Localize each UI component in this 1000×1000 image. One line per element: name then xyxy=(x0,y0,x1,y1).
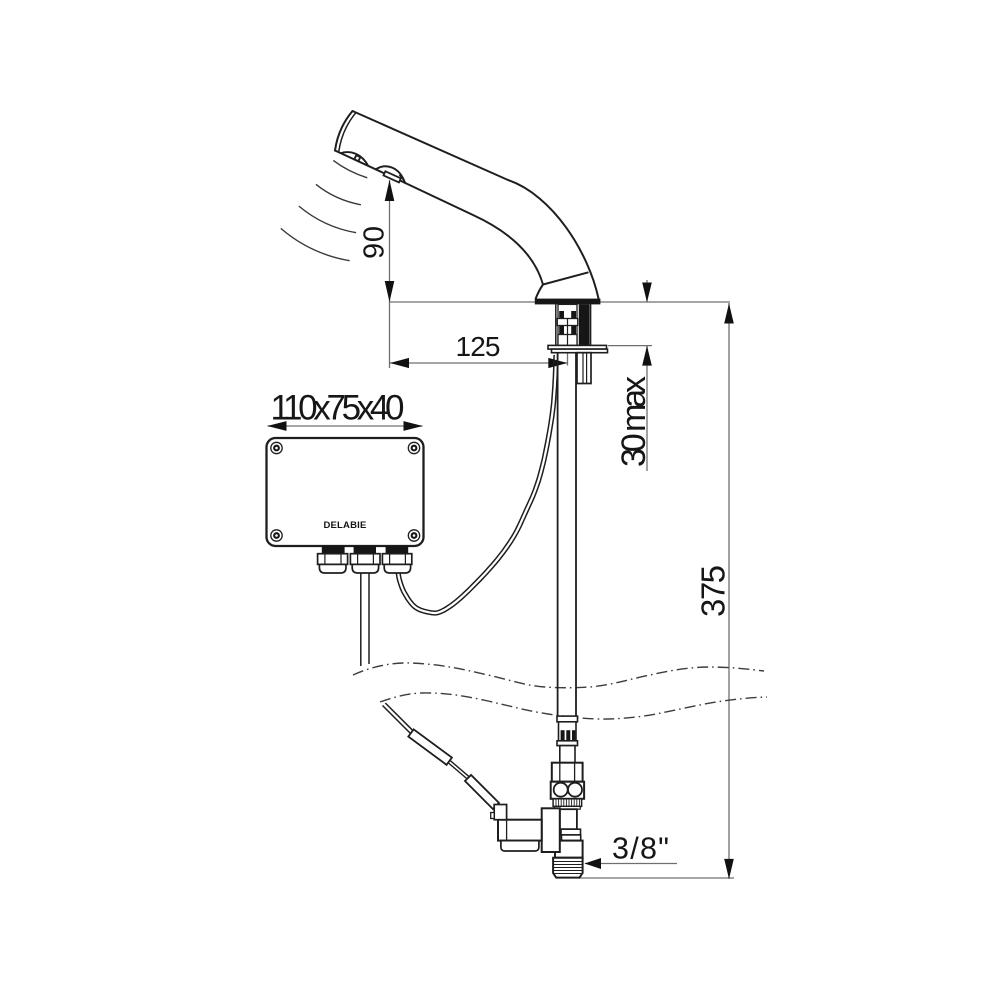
svg-text:90: 90 xyxy=(359,226,391,259)
svg-text:DELABIE: DELABIE xyxy=(323,520,366,531)
svg-text:110x75x40: 110x75x40 xyxy=(271,389,405,428)
svg-text:375: 375 xyxy=(695,565,732,617)
svg-text:125: 125 xyxy=(456,331,501,362)
svg-text:30 max: 30 max xyxy=(615,376,653,467)
svg-text:3/8": 3/8" xyxy=(612,832,669,866)
